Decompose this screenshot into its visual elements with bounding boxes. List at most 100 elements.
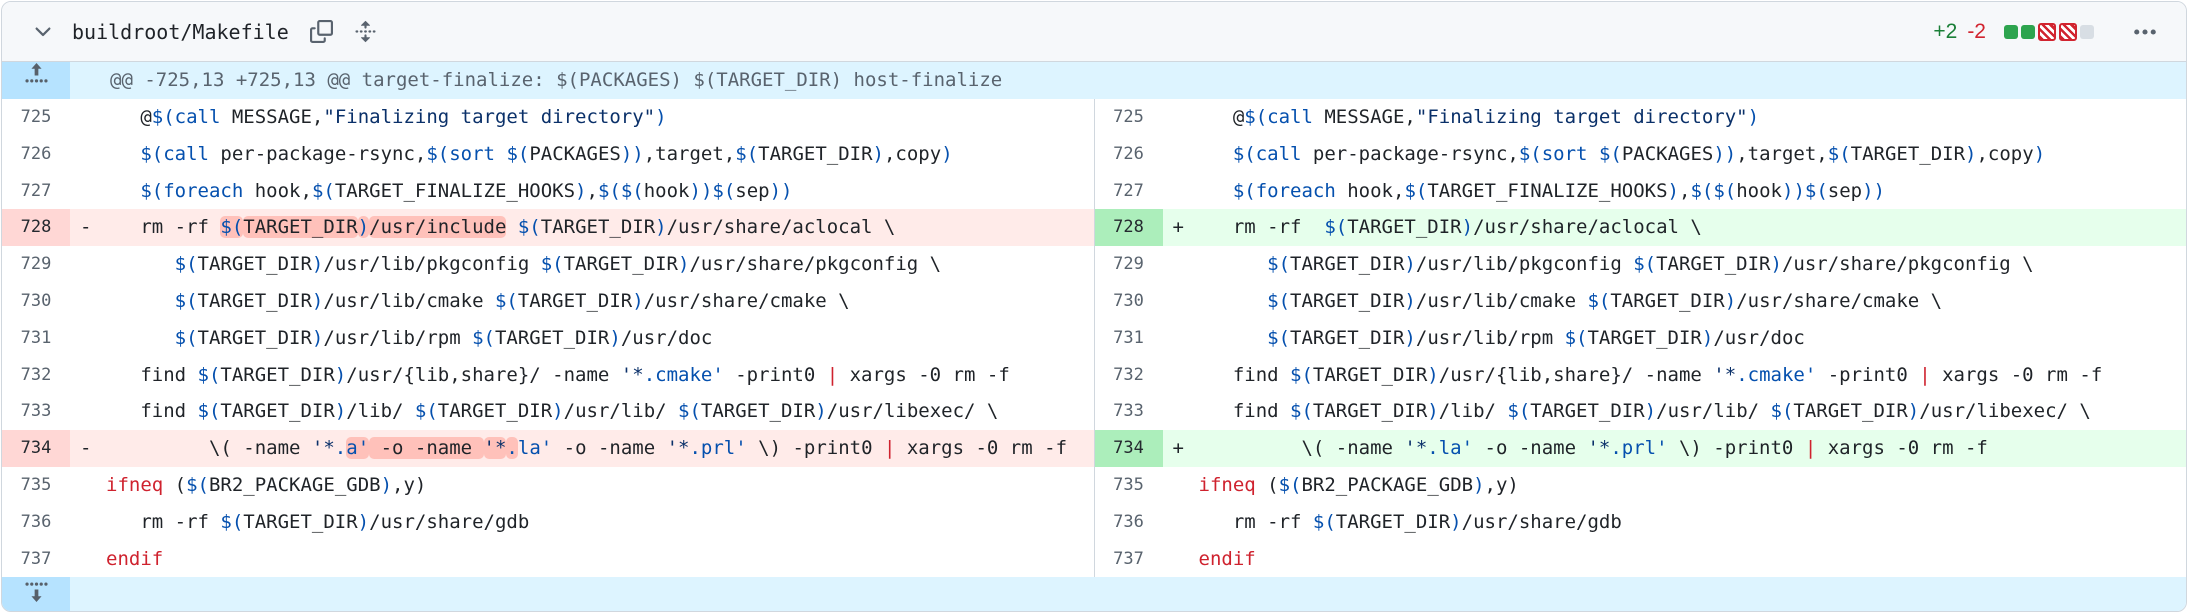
code-token: $( [1633,253,1657,276]
code-line-new: find $(TARGET_DIR)/lib/ $(TARGET_DIR)/us… [1163,393,2187,430]
diffstat [2004,22,2094,41]
code-token: MESSAGE, [1312,106,1416,128]
diff-row-730: 730 $(TARGET_DIR)/usr/lib/cmake $(TARGET… [2,282,2186,320]
code-token: /usr/lib/pkgconfig [323,253,541,276]
code-token: $( [1324,216,1348,239]
line-number-new[interactable]: 730 [1093,282,1163,320]
code-line-old: $(TARGET_DIR)/usr/lib/rpm $(TARGET_DIR)/… [70,320,1094,357]
diff-marker: - [80,216,92,239]
copy-path-button[interactable] [303,13,341,51]
line-number-new[interactable]: 735 [1093,466,1163,504]
code-token: TARGET_DIR [1347,216,1462,239]
hunk-header-text: @@ -725,13 +725,13 @@ target-finalize: $… [110,69,1003,91]
kebab-horizontal-icon [2133,20,2157,44]
code-line-new: rm -rf $(TARGET_DIR)/usr/share/gdb [1163,504,2187,541]
code-line-new: + \( -name '*.la' -o -name '*.prl' \) -p… [1162,430,2186,467]
code-token: $( [1518,142,1542,165]
code-token: $( [1564,326,1588,349]
line-number-new[interactable]: 726 [1093,135,1163,173]
code-token: ) [311,326,324,349]
code-token: ) [872,142,884,165]
deletions-count: -2 [1967,19,1986,43]
code-token: TARGET_DIR [1290,289,1405,312]
line-number-new[interactable]: 737 [1093,540,1163,578]
expand-all-button[interactable] [347,13,385,51]
line-number-new[interactable]: 731 [1093,319,1163,357]
code-token: TARGET_DIR [1290,253,1405,276]
line-number-new[interactable]: 734 [1093,430,1163,467]
file-options-button[interactable] [2126,13,2164,51]
code-token: call [1255,142,1302,165]
code-token: $( [712,179,736,202]
code-token: '* [620,363,644,386]
code-token: TARGET_DIR [197,253,312,276]
line-number-old[interactable]: 734 [2,430,70,467]
code-token: ) [552,400,564,423]
line-number-old[interactable]: 731 [20,327,52,348]
code-line-new: $(call per-package-rsync,$(sort $(PACKAG… [1163,136,2187,173]
line-number-new[interactable]: 728 [1093,209,1163,247]
code-token: )) [1713,142,1737,165]
line-number-old[interactable]: 726 [20,143,52,164]
code-token: )) [1862,179,1885,202]
line-number-old[interactable]: 733 [20,401,52,422]
code-token: $( [735,142,759,165]
line-number-old[interactable]: 728 [2,209,70,247]
code-token [506,216,517,238]
code-token: ) [311,253,324,276]
code-token: sort [449,142,495,165]
line-number-old[interactable]: 727 [20,180,52,201]
code-token: ,target, [1736,142,1828,165]
code-token: $( [140,179,164,202]
line-number-old[interactable]: 730 [20,290,52,311]
code-token: $( [1507,400,1531,423]
line-number-new[interactable]: 736 [1093,503,1163,541]
diff-row-731: 731 $(TARGET_DIR)/usr/lib/rpm $(TARGET_D… [2,319,2186,357]
line-number-new[interactable]: 727 [1093,172,1163,210]
expand-down-button[interactable] [2,577,70,611]
collapse-file-button[interactable] [24,13,62,51]
code-token: $( [517,216,541,239]
line-number-new[interactable]: 729 [1093,246,1163,283]
line-number-old[interactable]: 729 [20,254,52,275]
line-number-old[interactable]: 736 [20,511,52,532]
code-token: ) [941,142,953,165]
line-number-new[interactable]: 725 [1093,99,1163,136]
diffstat-square-del [2038,22,2056,41]
code-token: /usr/lib/rpm [1415,326,1565,349]
code-token: $( [174,326,198,349]
code-line-new: find $(TARGET_DIR)/usr/{lib,share}/ -nam… [1163,357,2187,394]
changed-word: $( [220,216,244,239]
line-number-old[interactable]: 737 [20,548,52,569]
code-token: ) [1404,326,1416,349]
code-token: $( [620,179,644,202]
line-number-new[interactable]: 732 [1093,356,1163,394]
code-token [1199,253,1268,275]
code-token: $( [540,253,564,276]
code-token: -o -name [552,437,667,460]
line-number-old[interactable]: 725 [20,107,52,127]
code-token: \( -name [106,437,312,460]
line-number-old[interactable]: 732 [20,364,52,385]
diff-row-732: 732 find $(TARGET_DIR)/usr/{lib,share}/ … [2,356,2187,394]
code-token: MESSAGE, [220,106,324,128]
code-line-new: $(TARGET_DIR)/usr/lib/pkgconfig $(TARGET… [1163,246,2187,283]
code-token: /usr/{lib,share}/ -name [1438,363,1714,386]
code-token: $( [472,326,495,349]
code-token: TARGET_DIR [1312,363,1428,386]
code-token: xargs -0 rm -f [895,437,1068,460]
code-token [106,143,140,165]
code-token: hook [1736,179,1782,202]
line-number-new[interactable]: 733 [1093,393,1163,431]
code-token: $( [597,179,621,202]
code-token: $( [1278,473,1302,496]
code-token: $( [1690,179,1714,202]
code-token: -o -name [1473,437,1588,460]
code-token: TARGET_DIR [197,289,312,312]
code-token: xargs -0 rm -f [838,363,1010,386]
fold-down-icon [23,577,50,611]
expand-up-button[interactable] [2,62,70,99]
code-token: $( [197,363,221,386]
line-number-old[interactable]: 735 [20,474,52,495]
